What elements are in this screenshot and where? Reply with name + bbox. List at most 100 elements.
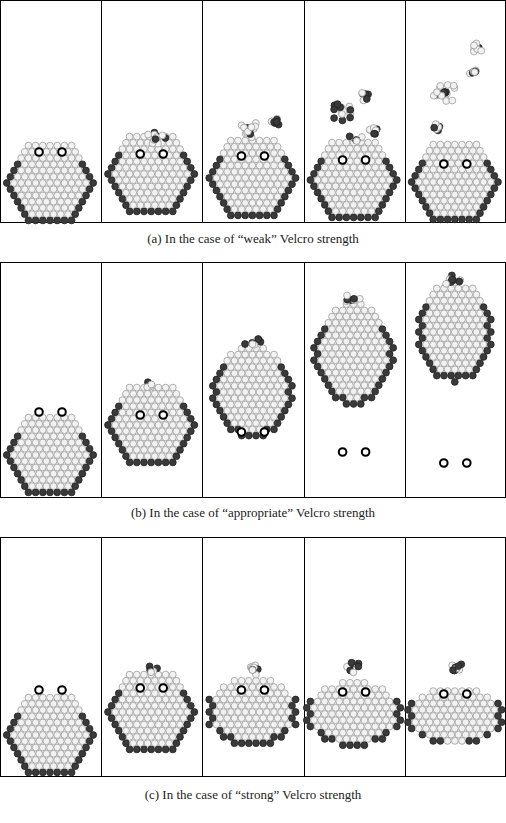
particle	[206, 696, 213, 703]
particle	[83, 167, 90, 174]
particle	[7, 738, 14, 745]
particle	[115, 164, 122, 171]
particle	[54, 464, 61, 471]
particle	[263, 187, 270, 194]
particle	[311, 357, 318, 364]
particle	[281, 702, 288, 709]
particle	[162, 459, 169, 466]
particle	[47, 180, 54, 187]
particle	[350, 202, 357, 209]
particle	[375, 145, 382, 152]
particle	[372, 376, 379, 383]
particle	[133, 671, 140, 678]
particle	[350, 376, 357, 383]
particle	[180, 440, 187, 447]
particle	[437, 216, 444, 223]
particle	[180, 189, 187, 196]
particle	[379, 686, 386, 693]
particle	[332, 394, 339, 401]
particle	[54, 167, 61, 174]
particle	[159, 428, 166, 435]
particle	[18, 167, 25, 174]
particle	[21, 700, 28, 707]
particle	[68, 489, 75, 496]
particle	[263, 709, 270, 716]
particle	[256, 709, 263, 716]
particle	[148, 171, 155, 178]
particle	[451, 166, 458, 173]
particle	[444, 291, 451, 298]
particle	[375, 692, 382, 699]
particle	[43, 148, 50, 155]
particle	[354, 170, 361, 177]
particle	[325, 692, 332, 699]
particle	[383, 195, 390, 202]
particle	[173, 139, 180, 146]
particle	[390, 704, 397, 711]
particle	[375, 332, 382, 339]
particle	[433, 372, 440, 379]
particle	[43, 700, 50, 707]
particle	[144, 727, 151, 734]
fragment	[443, 272, 464, 287]
particle-cluster	[105, 384, 198, 466]
particle	[307, 711, 314, 718]
particle	[426, 172, 433, 179]
particle	[379, 202, 386, 209]
particle	[119, 171, 126, 178]
particle	[21, 161, 28, 168]
particle	[50, 211, 57, 218]
particle	[441, 322, 448, 329]
particle	[220, 721, 227, 728]
particle	[72, 470, 79, 477]
particle	[383, 332, 390, 339]
particle	[144, 740, 151, 747]
particle	[383, 369, 390, 376]
particle	[469, 347, 476, 354]
particle	[423, 166, 430, 173]
particle	[141, 422, 148, 429]
particle	[249, 175, 256, 182]
particle	[209, 382, 216, 389]
particle	[430, 179, 437, 186]
particle	[260, 420, 267, 427]
particle	[155, 397, 162, 404]
particle	[169, 183, 176, 190]
particle	[83, 452, 90, 459]
particle	[462, 347, 469, 354]
particle	[271, 696, 278, 703]
velcro-point	[136, 411, 144, 419]
particle	[14, 186, 21, 193]
particle	[347, 729, 354, 736]
particle	[61, 192, 68, 199]
particle	[473, 341, 480, 348]
particle	[173, 189, 180, 196]
particle	[285, 187, 292, 194]
particle	[285, 696, 292, 703]
particle	[57, 750, 64, 757]
particle	[217, 702, 224, 709]
particle	[32, 769, 39, 776]
particle	[21, 458, 28, 465]
particle	[169, 696, 176, 703]
particle	[480, 329, 487, 336]
particle	[318, 692, 325, 699]
particle	[159, 132, 166, 139]
particle	[372, 152, 379, 159]
particle	[151, 177, 158, 184]
particle	[123, 403, 130, 410]
particle	[303, 704, 310, 711]
particle	[123, 727, 130, 734]
particle	[289, 181, 296, 188]
particle	[357, 388, 364, 395]
particle	[271, 376, 278, 383]
particle	[217, 193, 224, 200]
particle	[217, 715, 224, 722]
particle	[329, 326, 336, 333]
particle	[32, 464, 39, 471]
particle	[231, 395, 238, 402]
particle	[72, 458, 79, 465]
particle	[471, 69, 478, 76]
particle	[281, 193, 288, 200]
particle	[289, 168, 296, 175]
